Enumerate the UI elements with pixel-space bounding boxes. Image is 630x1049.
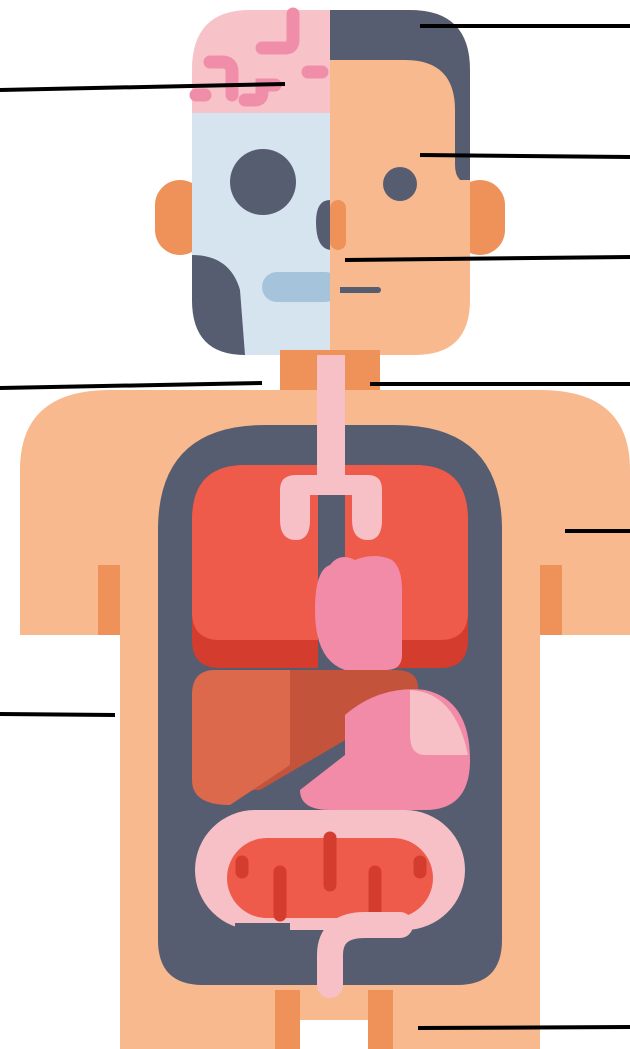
head xyxy=(155,10,505,355)
label-line-leg xyxy=(418,1027,630,1028)
heart xyxy=(315,556,402,670)
eye-icon xyxy=(383,167,417,201)
left-armpit xyxy=(98,565,120,635)
teeth xyxy=(262,272,340,302)
left-leg-shade xyxy=(275,990,300,1049)
label-line-eye xyxy=(420,155,630,157)
label-line-side xyxy=(0,714,115,715)
label-line-neck-left xyxy=(0,383,262,388)
right-leg-shade xyxy=(368,990,393,1049)
nose-skin xyxy=(330,200,346,250)
right-armpit xyxy=(540,565,562,635)
eye-socket-skull xyxy=(230,149,296,215)
crotch-gap xyxy=(300,1020,368,1049)
skin-teeth-cover xyxy=(330,272,340,302)
